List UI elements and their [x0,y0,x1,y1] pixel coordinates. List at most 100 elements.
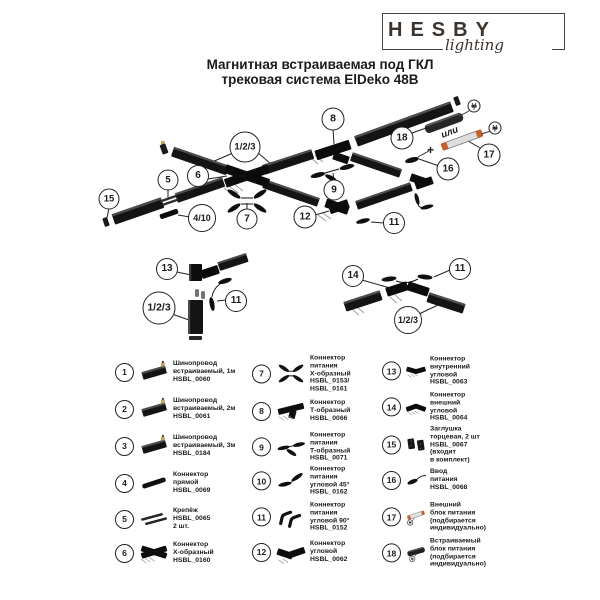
legend-item-number: 12 [252,542,271,562]
legend-item: 12 Коннектор угловой HSBL_0062 [252,539,410,565]
callout-1-2-3-top: 1/2/3 [229,131,261,163]
callout-4-10: 4/10 [188,204,216,232]
contact-dot [161,141,165,145]
legend-item: 13 Коннектор внутренний угловой HSBL_006… [382,355,530,386]
callout-15: 15 [98,188,120,210]
track-segment-long [354,101,454,147]
legend-item-number: 1 [115,362,134,382]
t-connector [314,139,352,165]
page-title-line1: Магнитная встраиваемая под ГКЛ [206,57,434,72]
plus-label: + [427,143,435,157]
legend-item-label: Встраиваемый блок питания (подбирается и… [430,537,487,568]
legend-item: 16 Ввод питания HSBL_0068 [382,467,530,493]
power-lead [405,150,430,164]
legend-item-label: Заглушка торцевая, 2 шт HSBL_0067 (входи… [430,425,480,464]
legend-item: 10 Коннектор питания угловой 45° HSBL_01… [252,465,410,496]
psu-wire [458,109,471,117]
track-segment [261,149,315,175]
legend-item-number: 10 [252,471,271,491]
track-end-cap-top [159,143,169,155]
brand-logo: HESBY lighting [382,13,565,54]
legend-item-number: 15 [382,435,401,455]
track-end-cap [453,96,461,106]
corner-connector-icon [276,539,306,565]
page-title-line2: трековая система ElDeko 48В [221,72,419,87]
legend-item-label: Коннектор Т-образный HSBL_0066 [310,399,351,422]
callout-17: 17 [477,143,501,167]
legend-item-label: Крепёж HSBL_0065 2 шт. [173,507,211,530]
track-segment [262,179,320,207]
legend-item-label: Шинопровод встраиваемый, 3м HSBL_0184 [173,434,236,457]
legend-item-label: Коннектор угловой HSBL_0062 [310,540,348,563]
page-title: Магнитная встраиваемая под ГКЛ трековая … [120,57,520,87]
callout-12: 12 [293,205,317,229]
corner-connector [324,198,350,215]
legend-item-number: 17 [382,507,401,527]
recessed-track-icon [139,396,169,422]
legend-item-label: Коннектор внутренний угловой HSBL_0063 [430,355,470,386]
t-power-connector-icon [276,434,306,460]
outer-corner-connector-icon [405,394,427,420]
track-segment [111,197,165,225]
exploded-diagram [102,96,502,227]
power-lead-icon [405,467,427,493]
legend-item: 18 Встраиваемый блок питания (подбираетс… [382,537,530,568]
mount-clip-icon [139,506,169,532]
legend-item-number: 3 [115,436,134,456]
callout-5: 5 [157,169,179,191]
t-connector-icon [276,398,306,424]
legend-item: 3 Шинопровод встраиваемый, 3м HSBL_0184 [115,433,273,459]
logo-frame-segment [383,49,443,50]
plug-icon [488,121,502,135]
inner-corner-assembly [188,253,249,340]
callout-18: 18 [390,126,414,150]
legend-item: 1 Шинопровод встраиваемый, 1м HSBL_0060 [115,359,273,385]
legend-item: 11 Коннектор питания угловой 90° HSBL_01… [252,501,410,532]
legend-item-label: Коннектор питания Х-образный HSBL_0153/ … [310,354,351,393]
external-psu-tube [440,129,484,151]
callout-7: 7 [236,208,258,230]
legend-item: 4 Коннектор прямой HSBL_0069 [115,470,273,496]
power-connector-45-icon [276,468,306,494]
legend-item-label: Коннектор питания угловой 45° HSBL_0162 [310,465,350,496]
legend-item-number: 6 [115,543,134,563]
straight-connector [159,208,179,220]
callout-9: 9 [323,179,345,201]
legend-item-number: 2 [115,399,134,419]
legend-item-label: Коннектор Х-образный HSBL_0160 [173,541,214,564]
legend-item-number: 7 [252,364,271,384]
legend-item-label: Коннектор прямой HSBL_0069 [173,471,211,494]
recessed-track-icon [139,359,169,385]
power-connector-90 [356,193,434,224]
end-cap-icon [405,432,427,458]
recessed-psu-block [424,112,464,133]
screw-springs [195,289,205,299]
legend-item-number: 4 [115,473,134,493]
plug-icon [467,99,481,113]
callout-6: 6 [187,165,209,187]
power-connector-90-icon [276,504,306,530]
recessed-psu-icon [405,540,427,566]
callout-11-left: 11 [225,290,247,312]
legend-item: 8 Коннектор Т-образный HSBL_0066 [252,398,410,424]
corner-connector [409,173,434,190]
inner-corner-connector-icon [405,358,427,384]
legend-item-number: 11 [252,507,271,527]
legend-item-label: Коннектор питания угловой 90° HSBL_0152 [310,501,350,532]
legend-item: 14 Коннектор внешний угловой HSBL_0064 [382,391,530,422]
legend-item: 5 Крепёж HSBL_0065 2 шт. [115,506,273,532]
callout-8: 8 [321,107,345,131]
legend-item: 7 Коннектор питания Х-образный HSBL_0153… [252,355,410,394]
legend-item-label: Коннектор питания Т-образный HSBL_0071 [310,431,351,462]
legend-item: 9 Коннектор питания Т-образный HSBL_0071 [252,431,410,462]
callout-16: 16 [436,157,460,181]
legend-item-number: 5 [115,509,134,529]
callout-13: 13 [156,258,178,280]
x-connector [224,164,270,188]
callout-11-right: 11 [449,258,471,280]
x-power-connector [227,189,267,213]
brand-name: HESBY [388,19,497,41]
power-connector-90 [381,274,433,284]
